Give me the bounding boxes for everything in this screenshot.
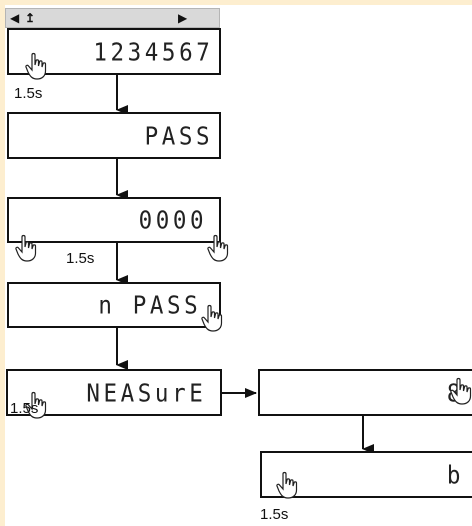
display-step-4: n PASS	[7, 282, 223, 332]
display-text: PASS	[144, 121, 213, 150]
page-frame-top	[0, 0, 472, 5]
navigation-bar: ◀ ↥ ▶	[5, 8, 220, 28]
display-step-2: PASS	[7, 112, 221, 159]
display-step-1: 1234567	[7, 28, 221, 80]
display-text: NEASurE	[85, 378, 206, 407]
triangle-right-icon[interactable]: ▶	[178, 11, 188, 25]
hold-time-label: 1.5s	[260, 506, 289, 523]
pressing-hand-icon[interactable]	[25, 52, 51, 80]
pressing-hand-icon[interactable]	[15, 234, 41, 262]
display-step-7: b	[260, 451, 472, 499]
display-text: b	[446, 460, 464, 489]
page-frame-left	[0, 0, 5, 526]
hold-time-label: 1.5s	[66, 250, 95, 267]
hold-time-label: 1.5s	[10, 400, 39, 417]
pressing-hand-icon[interactable]	[450, 377, 472, 405]
display-step-3: 0000	[7, 197, 229, 262]
display-step-6: 8	[258, 369, 472, 416]
triangle-left-icon[interactable]: ◀	[10, 11, 20, 25]
pressing-hand-icon[interactable]	[276, 471, 302, 499]
pressing-hand-icon[interactable]	[201, 304, 227, 332]
hold-time-label: 1.5s	[14, 85, 43, 102]
display-text: n PASS	[98, 290, 201, 320]
display-text: 1234567	[92, 37, 213, 66]
up-arrow-icon[interactable]: ↥	[25, 11, 36, 25]
display-step-5: NEASurE	[6, 369, 222, 419]
pressing-hand-icon[interactable]	[207, 234, 233, 262]
pressing-hand-icon[interactable]	[25, 391, 51, 419]
display-text: 0000	[138, 205, 207, 235]
